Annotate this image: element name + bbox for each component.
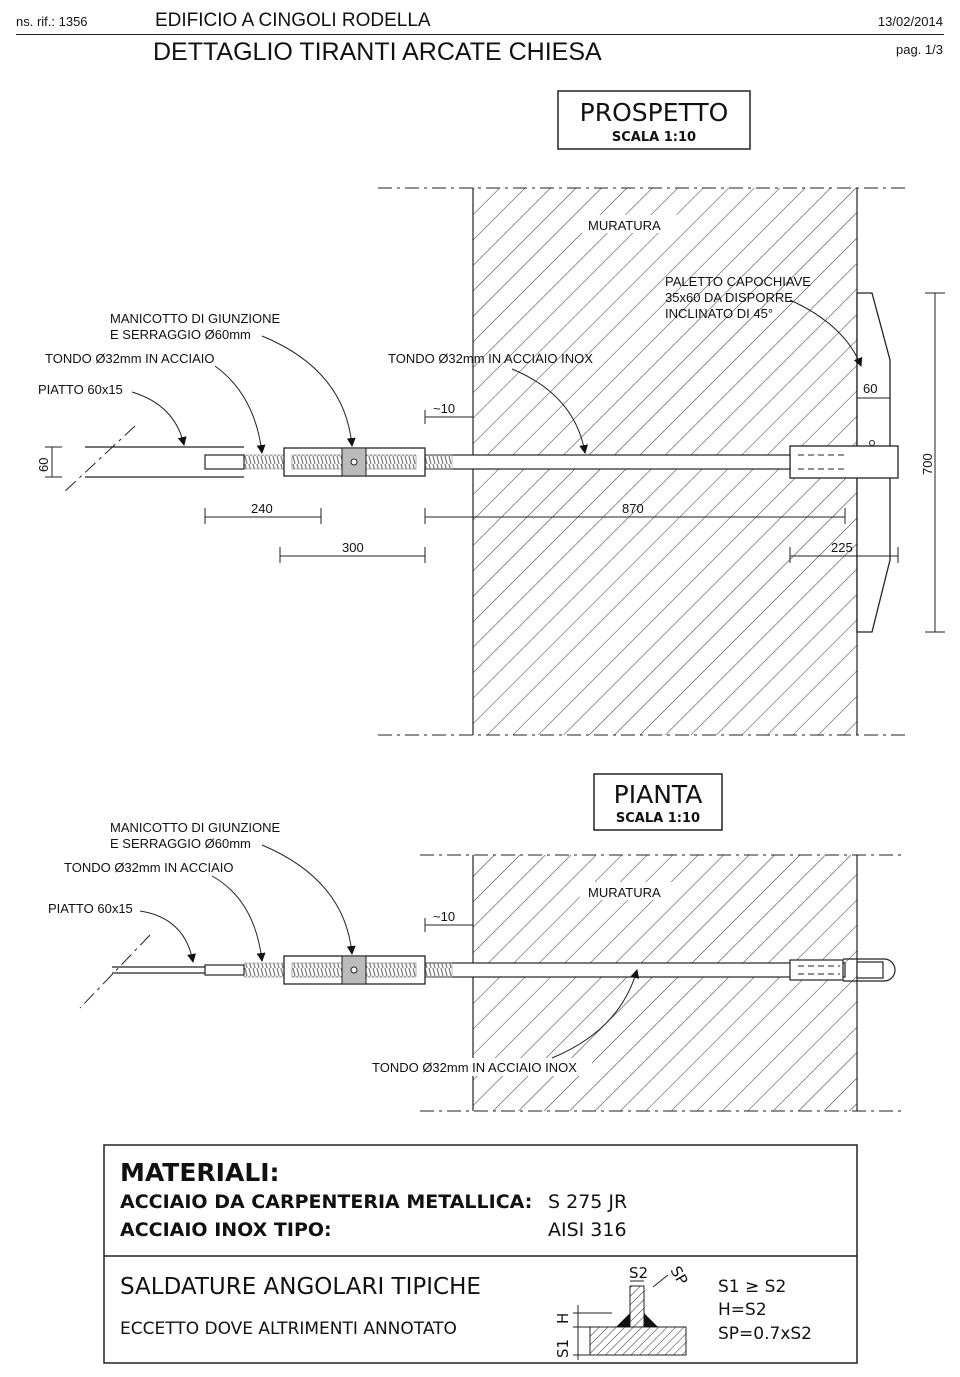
materiali-row2-value: AISI 316 [548, 1219, 627, 1241]
paletto-label-2: 35x60 DA DISPORRE [665, 290, 793, 305]
break-line [79, 934, 151, 1009]
drawing-date: 13/02/2014 [877, 14, 943, 29]
dim-60-left: 60 [36, 458, 51, 472]
prospetto-view: PROSPETTO SCALA 1:10 MURATURA [36, 90, 945, 736]
coupler-pin [350, 458, 358, 466]
flat-bar-end [204, 964, 245, 976]
weld-s1: S1 [554, 1339, 572, 1358]
weld-rule-2: H=S2 [718, 1300, 767, 1320]
project-name: EDIFICIO A CINGOLI RODELLA [155, 10, 431, 31]
leader-piatto [139, 910, 196, 963]
tondo-acciaio-label: TONDO Ø32mm IN ACCIAIO [45, 351, 215, 366]
paletto-label-1: PALETTO CAPOCHIAVE [665, 274, 811, 289]
dim-225: 225 [831, 540, 853, 555]
dim-sp [652, 1274, 669, 1288]
muratura-label-bg [580, 215, 678, 233]
break-line [61, 425, 136, 495]
pianta-title-box [593, 773, 723, 831]
header-rule [16, 34, 944, 35]
rod-end-sleeve [789, 959, 844, 981]
prospetto-title: PROSPETTO [580, 98, 729, 127]
muratura-label: MURATURA [588, 218, 661, 233]
leader-piatto [131, 391, 187, 446]
coupler-thread [291, 962, 343, 978]
manicotto-label-1: MANICOTTO DI GIUNZIONE [110, 311, 281, 326]
flat-bar-end [204, 454, 245, 470]
dim-700: 700 [920, 453, 935, 475]
tondo-inox-label: TONDO Ø32mm IN ACCIAIO INOX [372, 1060, 577, 1075]
reference-number: ns. rif.: 1356 [16, 14, 88, 29]
coupler-thread [365, 454, 417, 470]
leader-tondo-inox [511, 368, 589, 454]
materiali-row1-label: ACCIAIO DA CARPENTERIA METALLICA: [120, 1191, 532, 1213]
pianta-view: PIANTA SCALA 1:10 MURATURA [48, 773, 905, 1112]
threaded-section [243, 454, 285, 470]
materiali-row2-label: ACCIAIO INOX TIPO: [120, 1219, 332, 1241]
weld-left [616, 1313, 630, 1327]
anchor-plate-hole [869, 440, 875, 446]
prospetto-scale: SCALA 1:10 [612, 130, 696, 145]
leader-tondo-acciaio [214, 365, 266, 454]
tondo-inox-label-bg [368, 1058, 592, 1076]
muratura-label-bg [580, 882, 678, 900]
drawing-title: DETTAGLIO TIRANTI ARCATE CHIESA [153, 38, 602, 66]
dim-300: 300 [342, 540, 364, 555]
dim-approx-10: ~10 [433, 909, 455, 924]
paletto-label-3: INCLINATO DI 45° [665, 306, 773, 321]
manicotto-label-2: E SERRAGGIO Ø60mm [110, 327, 251, 342]
tondo-inox-label: TONDO Ø32mm IN ACCIAIO INOX [388, 351, 593, 366]
legend-box: MATERIALI: ACCIAIO DA CARPENTERIA METALL… [103, 1144, 858, 1364]
weld-rule-3: SP=0.7xS2 [718, 1324, 812, 1344]
tondo-acciaio-label: TONDO Ø32mm IN ACCIAIO [64, 860, 234, 875]
saldature-heading: SALDATURE ANGOLARI TIPICHE [120, 1274, 481, 1300]
leader-tondo-acciaio [211, 875, 266, 962]
materiali-heading: MATERIALI: [120, 1158, 280, 1187]
web-plate [629, 1285, 645, 1328]
anchor-plate-plan [856, 961, 884, 979]
anchor-loop [843, 958, 896, 982]
base-plate [589, 1326, 687, 1356]
fillet-weld-detail: S2 SP S1 H [554, 1263, 691, 1360]
leader-tondo-inox [551, 969, 640, 1059]
weld-s2: S2 [629, 1264, 648, 1282]
stainless-rod [424, 454, 791, 470]
rod-end-box [789, 445, 899, 479]
dim-60-right: 60 [863, 381, 877, 396]
manicotto-label-1: MANICOTTO DI GIUNZIONE [110, 820, 281, 835]
threaded-section [243, 962, 285, 978]
materiali-row1-value: S 275 JR [548, 1191, 627, 1213]
pianta-title: PIANTA [614, 780, 703, 809]
coupler-thread [291, 454, 343, 470]
coupler-pin [350, 966, 358, 974]
dim-240: 240 [251, 501, 273, 516]
piatto-label: PIATTO 60x15 [48, 901, 133, 916]
legend-frame [103, 1144, 858, 1364]
prospetto-title-box [557, 90, 751, 150]
muratura-label: MURATURA [588, 885, 661, 900]
dim-approx-10: ~10 [433, 401, 455, 416]
piatto-label: PIATTO 60x15 [38, 382, 123, 397]
saldature-note: ECCETTO DOVE ALTRIMENTI ANNOTATO [120, 1319, 457, 1339]
page-number: pag. 1/3 [896, 42, 943, 57]
manicotto-label-2: E SERRAGGIO Ø60mm [110, 836, 251, 851]
dim-870: 870 [622, 501, 644, 516]
weld-rule-1: S1 ≥ S2 [718, 1277, 786, 1297]
leader-paletto [789, 299, 863, 367]
leader-manicotto [261, 335, 356, 447]
weld-h: H [554, 1313, 572, 1324]
coupler-thread [365, 962, 417, 978]
weld-right [644, 1313, 658, 1327]
leader-manicotto [261, 844, 356, 955]
pianta-scale: SCALA 1:10 [616, 811, 700, 826]
